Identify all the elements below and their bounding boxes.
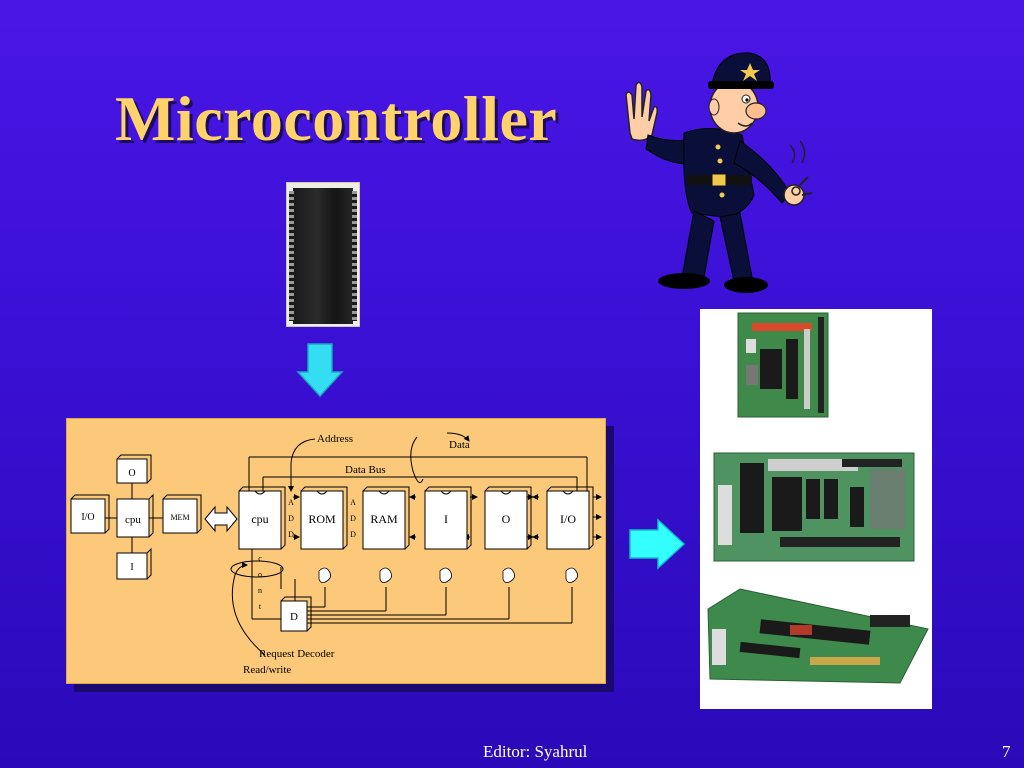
block-label: cpu [251, 512, 268, 526]
cont-letter-n: n [258, 586, 262, 595]
simple-i-label: I [130, 562, 133, 573]
block-label: O [502, 512, 511, 526]
add-letter-1a: A [288, 498, 294, 507]
data-bus-label: Data Bus [345, 464, 386, 476]
simple-cpu-box [116, 498, 150, 538]
double-arrow-icon [204, 505, 238, 533]
slide-title: Microcontroller [115, 83, 558, 154]
cont-letter-o: o [258, 570, 262, 579]
add-letter-2b: D [350, 514, 356, 523]
page-number: 7 [1002, 742, 1011, 761]
simple-o-box [116, 458, 148, 484]
decoder-label: D [290, 611, 298, 623]
read-write-label: Read/write [243, 664, 291, 676]
hand-icons [318, 567, 578, 583]
simple-diagram [70, 458, 198, 580]
add-letter-2a: A [350, 498, 356, 507]
decoder-box [280, 600, 308, 632]
simple-cpu-label: cpu [125, 514, 141, 526]
arrow-down-icon [296, 343, 344, 398]
block-label: I [444, 512, 448, 526]
block-ram: RAM [362, 486, 410, 550]
block-io: I/O [546, 486, 594, 550]
block-row: cpu ROM RAM I O I/O [238, 486, 594, 550]
block-label: ROM [308, 512, 336, 526]
add-letter-1c: D [288, 530, 294, 539]
block-i: I [424, 486, 472, 550]
police-officer-icon [625, 52, 813, 293]
board-large [707, 588, 929, 684]
arrow-right-icon [629, 518, 686, 570]
microcontroller-block-diagram: O cpu I/O MEM I [66, 418, 606, 684]
microcontroller-boards-image [700, 309, 932, 709]
block-cpu: cpu [238, 486, 286, 550]
simple-i-box [116, 552, 148, 580]
simple-io-box [70, 498, 106, 534]
add-letter-1b: D [288, 514, 294, 523]
simple-mem-label: MEM [170, 513, 189, 522]
request-decoder-label: Request Decoder [259, 648, 335, 660]
board-small [737, 312, 829, 418]
data-label: Data [449, 439, 470, 451]
footer-editor: Editor: Syahrul [483, 742, 588, 761]
block-label: I/O [560, 512, 576, 526]
simple-mem-box [162, 498, 198, 534]
simple-io-label: I/O [81, 512, 94, 523]
block-rom: ROM [300, 486, 348, 550]
address-label: Address [317, 433, 353, 445]
board-medium [713, 452, 915, 562]
cont-letter-t: t [259, 602, 262, 611]
microcontroller-chip-image [286, 182, 360, 327]
cont-letter-c: c [258, 554, 262, 563]
add-letter-2c: D [350, 530, 356, 539]
block-o: O [484, 486, 532, 550]
block-label: RAM [370, 512, 398, 526]
simple-o-label: O [128, 468, 135, 479]
